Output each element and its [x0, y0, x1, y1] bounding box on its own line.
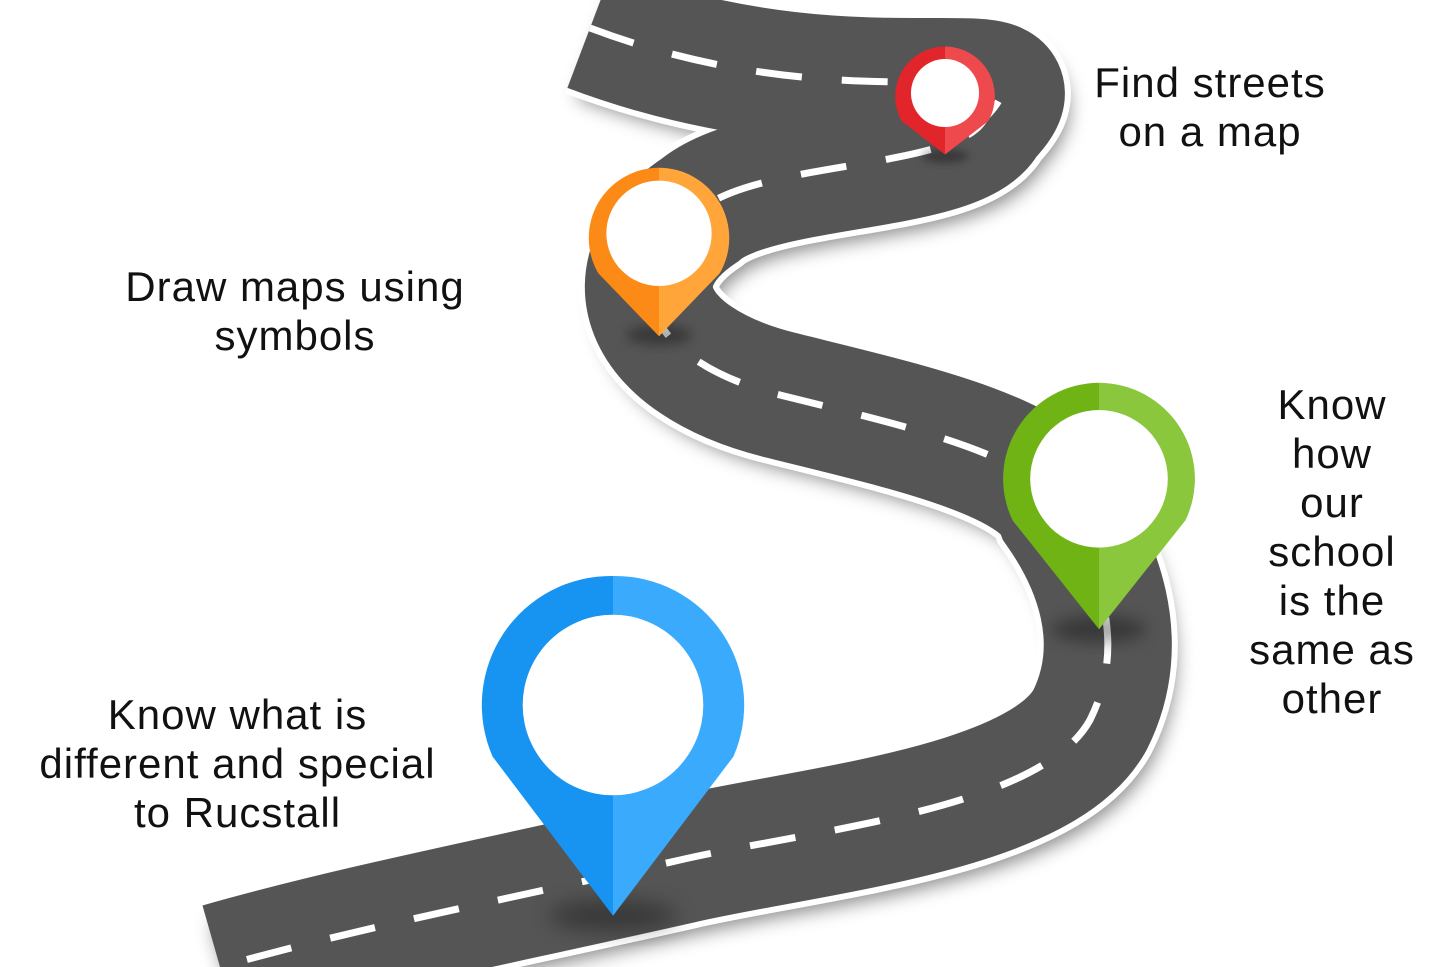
red-location-pin-icon	[895, 46, 995, 163]
blue-location-pin-icon	[481, 575, 745, 931]
green-location-pin-icon	[1003, 382, 1195, 642]
milestone-label-line: how	[1291, 430, 1373, 477]
milestone-label-line: our	[1300, 479, 1364, 526]
milestone-label-line: Know what is	[107, 691, 368, 738]
milestone-label-line: school	[1268, 528, 1396, 575]
milestone-label-line: symbols	[214, 312, 376, 359]
orange-location-pin-icon	[588, 167, 730, 345]
milestone-label-line: on a map	[1118, 108, 1302, 155]
milestone-label-line: same as	[1249, 626, 1415, 673]
milestone-label-line: Find streets	[1094, 59, 1326, 106]
milestone-label-line: to Rucstall	[133, 789, 342, 836]
milestone-label-line: different and special	[39, 740, 436, 787]
milestone-label-line: other	[1281, 675, 1383, 722]
milestone-label-line: is the	[1278, 577, 1386, 624]
milestone-label-line: Draw maps using	[125, 263, 465, 310]
milestone-label-red: Find streets on a map	[1050, 58, 1370, 156]
milestone-label-green: Know how our school is the same as other	[1232, 380, 1432, 723]
milestone-label-line: Know	[1277, 381, 1387, 428]
milestone-label-blue: Know what is different and special to Ru…	[0, 690, 475, 837]
milestone-label-orange: Draw maps using symbols	[90, 262, 500, 360]
